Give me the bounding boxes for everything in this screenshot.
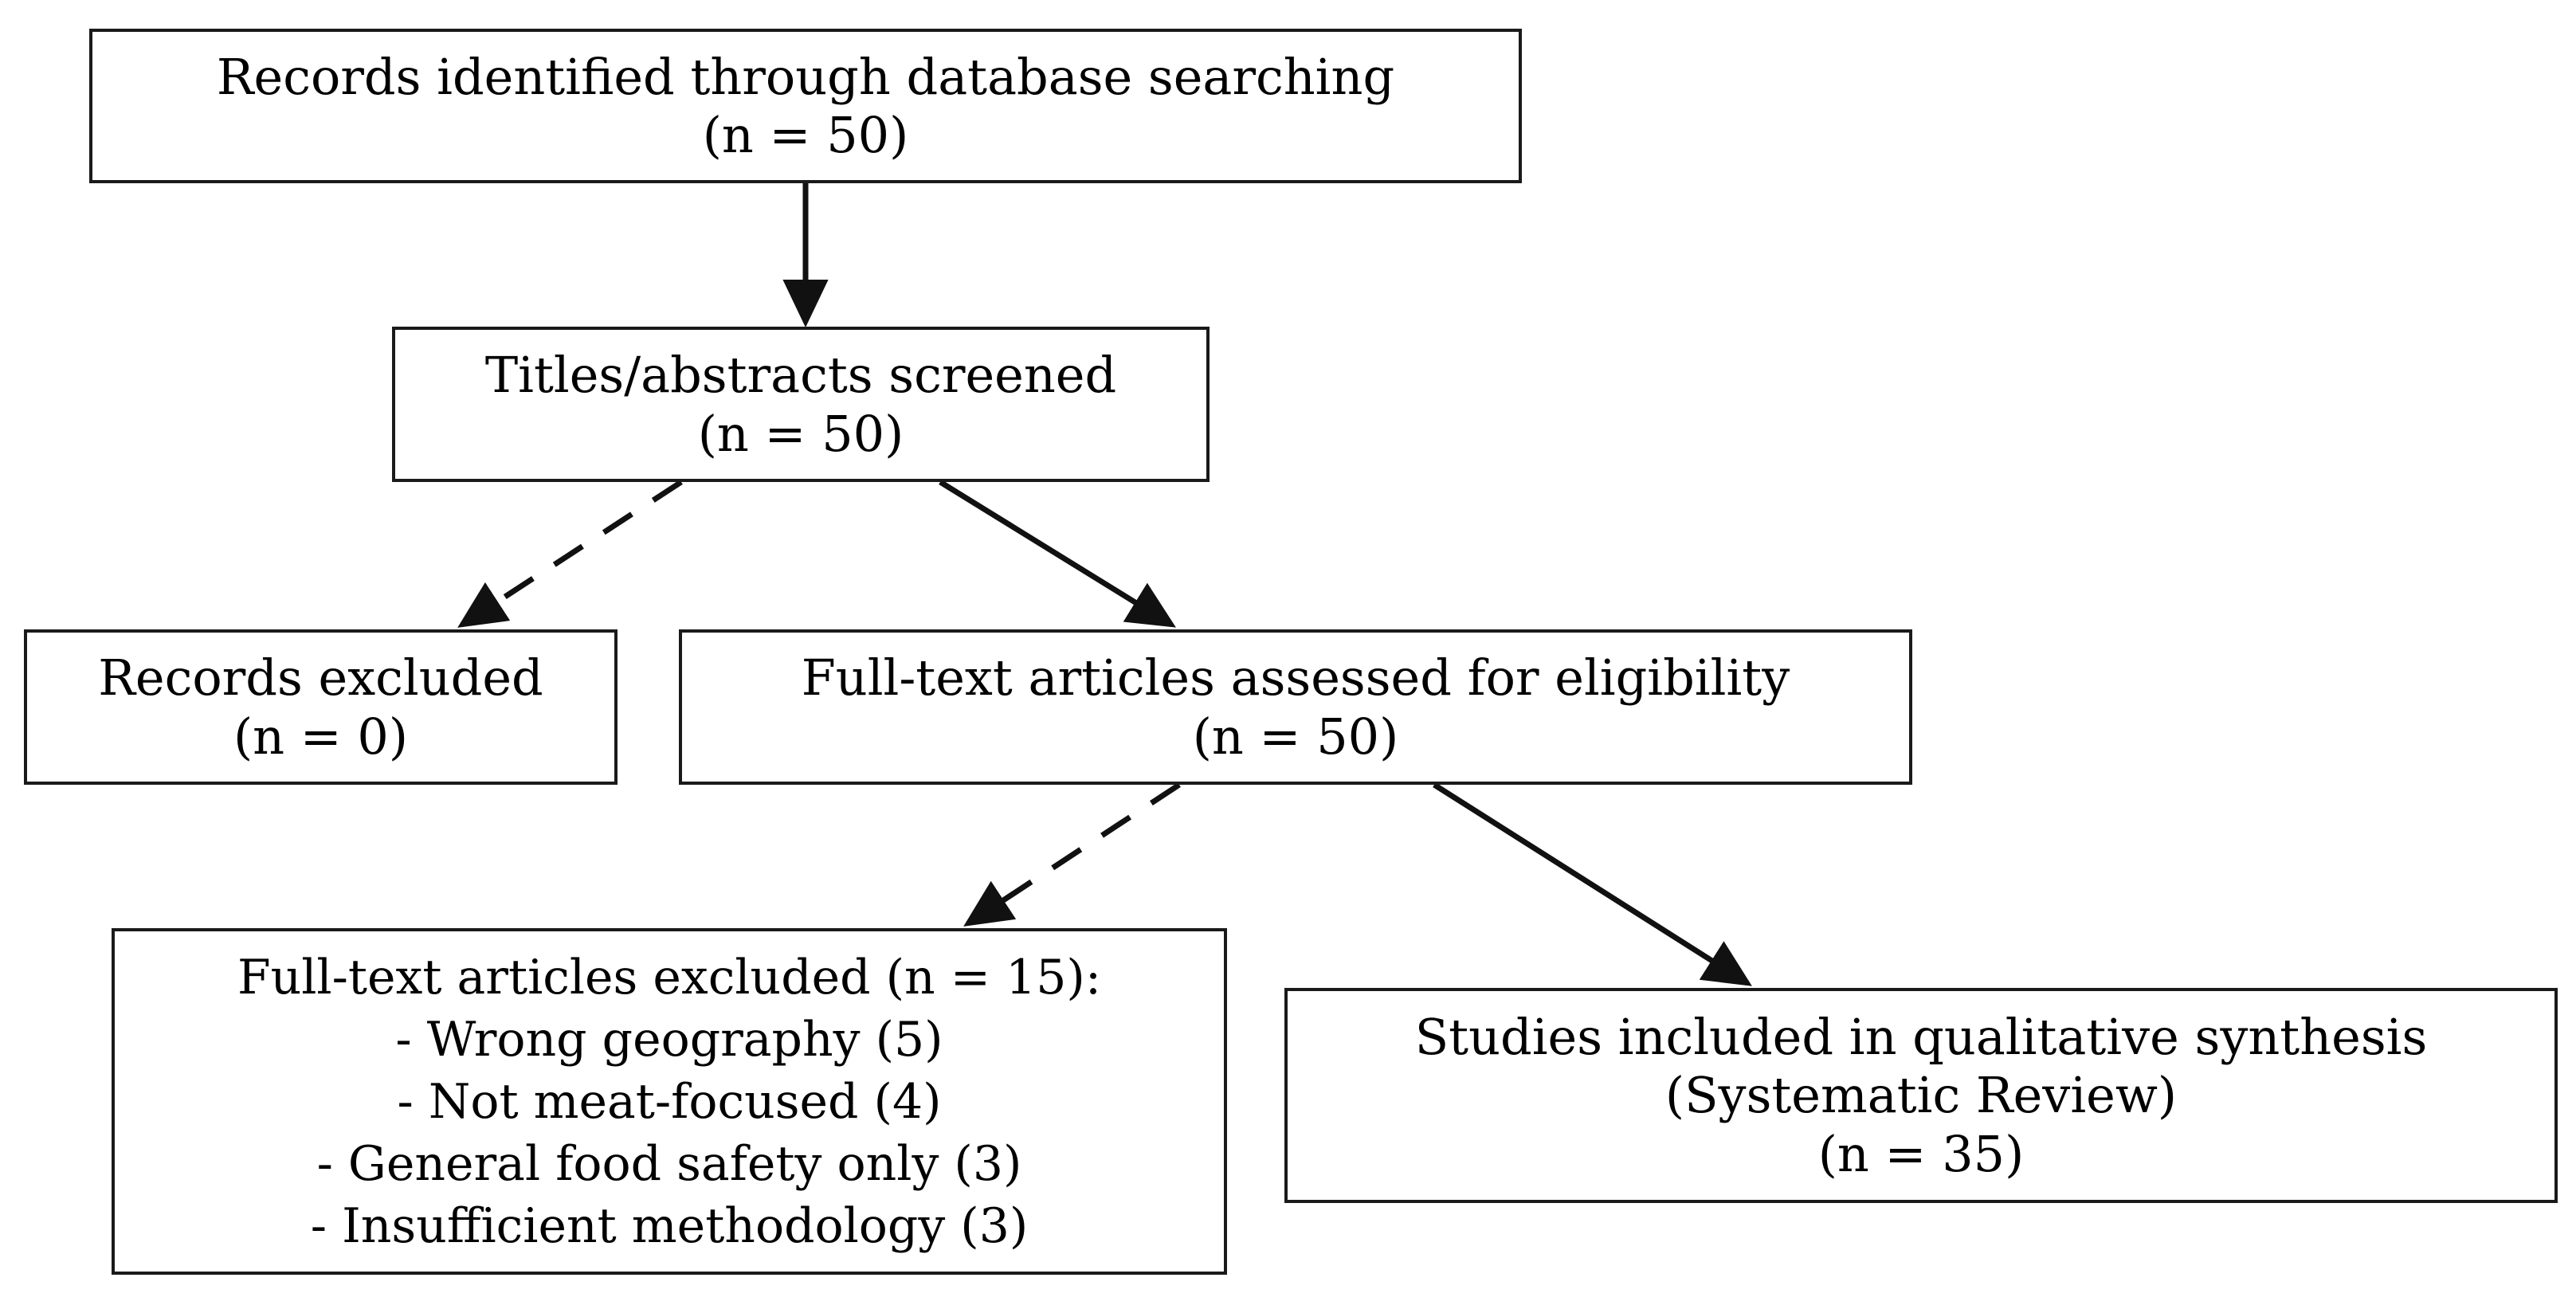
edge-screened-to-fulltext (939, 480, 1176, 628)
node-studies-included-line1: Studies included in qualitative synthesi… (1414, 1008, 2428, 1067)
node-fulltext-excluded-reason-2: - Not meat-focused (4) (397, 1073, 942, 1130)
node-studies-included: Studies included in qualitative synthesi… (1284, 988, 2558, 1203)
node-fulltext-assessed-line1: Full-text articles assessed for eligibil… (801, 649, 1790, 707)
node-studies-included-count: (n = 35) (1817, 1124, 2025, 1183)
node-records-identified-count: (n = 50) (702, 106, 909, 164)
node-fulltext-articles-assessed: Full-text articles assessed for eligibil… (679, 629, 1912, 785)
node-titles-screened-count: (n = 50) (697, 404, 904, 463)
node-fulltext-articles-excluded: Full-text articles excluded (n = 15): - … (112, 928, 1227, 1275)
edge-screened-to-records-excluded (457, 480, 683, 628)
node-titles-screened-line1: Titles/abstracts screened (484, 346, 1117, 405)
node-records-excluded-line1: Records excluded (98, 649, 543, 707)
node-fulltext-assessed-count: (n = 50) (1192, 707, 1399, 766)
edge-fulltext-to-included (1433, 782, 1752, 986)
node-fulltext-excluded-reason-3: - General food safety only (3) (316, 1135, 1022, 1192)
node-records-excluded: Records excluded (n = 0) (24, 629, 618, 785)
node-fulltext-excluded-reason-4: - Insufficient methodology (3) (310, 1197, 1029, 1254)
edge-fulltext-to-excluded (963, 782, 1181, 927)
node-studies-included-line2: (Systematic Review) (1664, 1066, 2178, 1125)
node-records-excluded-count: (n = 0) (233, 707, 409, 766)
node-fulltext-excluded-header: Full-text articles excluded (n = 15): (237, 949, 1102, 1005)
node-records-identified-line1: Records identified through database sear… (216, 47, 1395, 106)
node-titles-abstracts-screened: Titles/abstracts screened (n = 50) (392, 327, 1210, 482)
node-records-identified: Records identified through database sear… (89, 29, 1522, 183)
node-fulltext-excluded-reason-1: - Wrong geography (5) (395, 1011, 943, 1068)
